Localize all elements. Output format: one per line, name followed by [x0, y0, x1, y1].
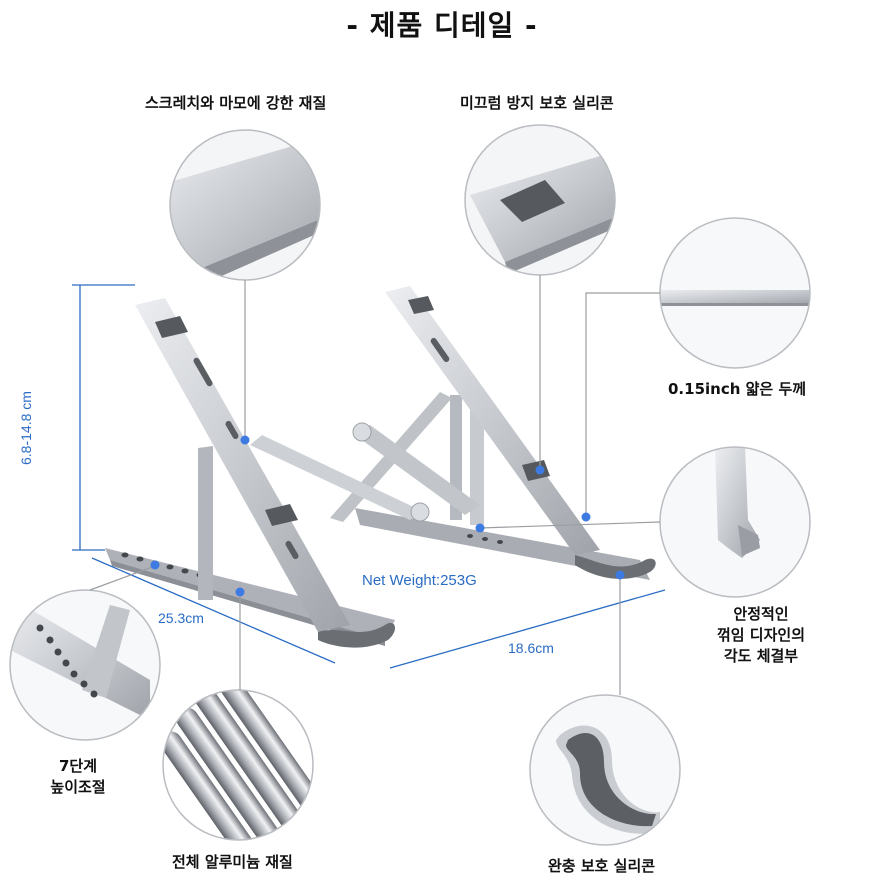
height-dimension-label: 6.8-14.8 cm — [18, 391, 34, 465]
detail-steps-circle — [9, 589, 161, 741]
callout-steps-line2: 높이조절 — [50, 778, 106, 796]
detail-thickness-circle — [659, 217, 811, 369]
callout-aluminum-label: 전체 알루미늄 재질 — [172, 853, 293, 871]
callout-scratch-label: 스크레치와 마모에 강한 재질 — [145, 94, 327, 112]
depth-dimension-label: 18.6cm — [508, 640, 554, 656]
width-dimension-line — [91, 557, 336, 664]
callout-joint-label: 안정적인 꺾임 디자인의 각도 체결부 — [686, 604, 836, 667]
depth-dimension-line — [389, 589, 666, 669]
laptop-stand — [105, 286, 656, 648]
detail-joint-circle — [659, 446, 811, 598]
callout-dots — [150, 435, 625, 597]
net-weight-label: Net Weight:253G — [362, 572, 477, 589]
callout-leaders — [89, 275, 661, 695]
callout-thickness-label: 0.15inch 얇은 두께 — [668, 380, 807, 398]
callout-joint-line2: 꺾임 디자인의 — [716, 626, 806, 644]
callout-silicone-bottom-label: 완충 보호 실리콘 — [548, 857, 656, 875]
width-dimension-label: 25.3cm — [158, 610, 204, 626]
callout-steps-label: 7단계 높이조절 — [38, 756, 118, 798]
detail-aluminum-circle — [162, 689, 314, 841]
callout-joint-line3: 각도 체결부 — [723, 647, 799, 665]
height-dimension-line — [72, 284, 135, 551]
callout-silicone-top-label: 미끄럼 방지 보호 실리콘 — [460, 94, 614, 112]
detail-scratch-circle — [169, 129, 321, 281]
detail-silicone-top-circle — [464, 124, 616, 276]
page-title: - 제품 디테일 - — [346, 9, 538, 42]
callout-steps-line1: 7단계 — [58, 757, 98, 775]
callout-joint-line1: 안정적인 — [733, 605, 789, 623]
detail-silicone-bottom-circle — [529, 694, 681, 846]
